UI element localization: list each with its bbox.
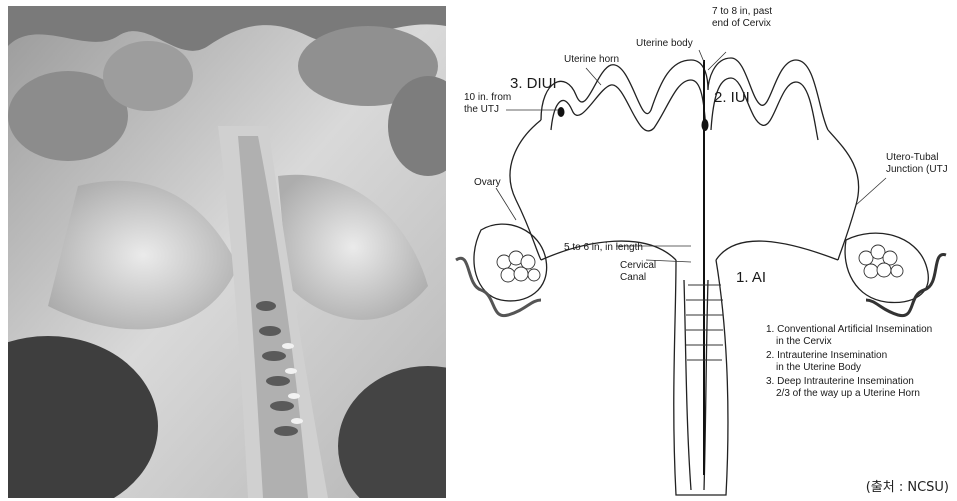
iui-label: 2. IUI <box>714 89 750 106</box>
legend-line-6: 2/3 of the way up a Uterine Horn <box>776 388 920 399</box>
cervical-canal-label-line2: Canal <box>620 272 646 283</box>
uterus-photo <box>8 6 446 498</box>
uterine-body-label: Uterine body <box>636 38 693 49</box>
from-utj-label-line2: the UTJ <box>464 104 499 115</box>
utj-label-line1: Utero-Tubal <box>886 152 938 163</box>
legend-line-3: 2. Intrauterine Insemination <box>766 350 887 361</box>
legend-line-1: 1. Conventional Artificial Insemination <box>766 324 932 335</box>
source-credit: (출처 : NCSU) <box>866 476 949 495</box>
legend-line-5: 3. Deep Intrauterine Insemination <box>766 376 914 387</box>
length-label: 5 to 6 in, in length <box>564 242 643 253</box>
ai-label: 1. AI <box>736 269 766 286</box>
ovary-label: Ovary <box>474 177 501 188</box>
from-utj-label-line1: 10 in. from <box>464 92 511 103</box>
past-cervix-label-line2: end of Cervix <box>712 18 771 29</box>
legend-line-2: in the Cervix <box>776 336 832 347</box>
uterine-horn-label: Uterine horn <box>564 54 619 65</box>
insemination-diagram: Uterine horn Uterine body 7 to 8 in, pas… <box>446 0 957 501</box>
cervical-canal-label-line1: Cervical <box>620 260 656 271</box>
utj-label-line2: Junction (UTJ <box>886 164 948 175</box>
past-cervix-label-line1: 7 to 8 in, past <box>712 6 772 17</box>
diui-label: 3. DIUI <box>510 75 557 92</box>
legend-line-4: in the Uterine Body <box>776 362 861 373</box>
